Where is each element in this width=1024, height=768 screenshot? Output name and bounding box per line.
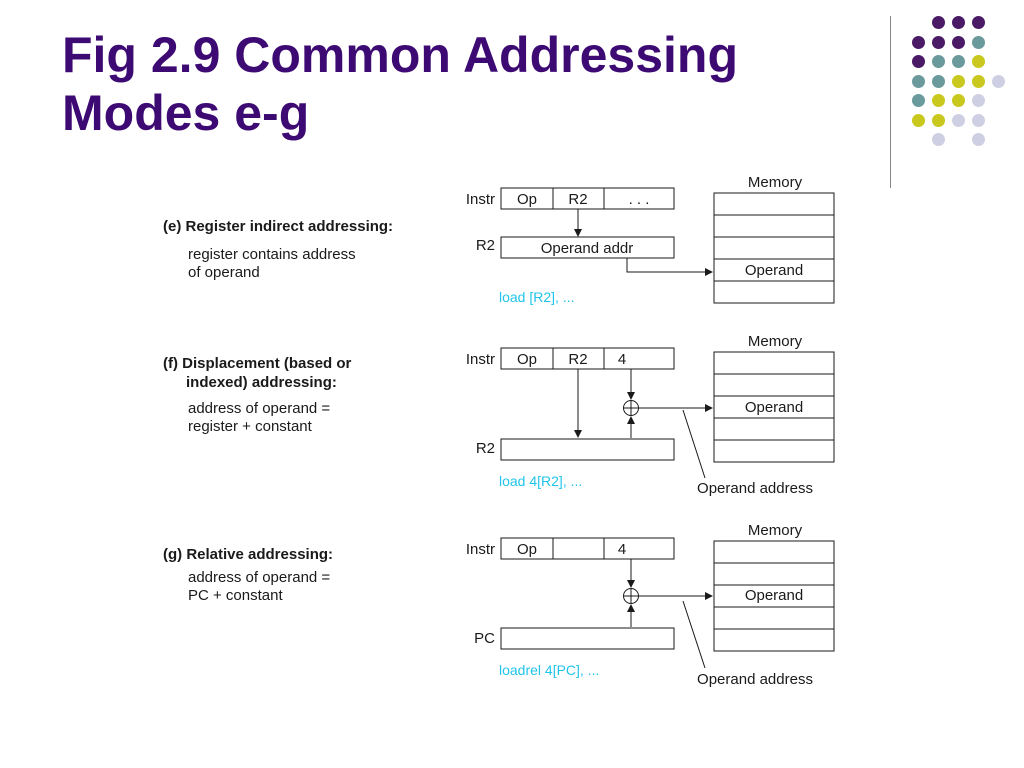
decorative-dot <box>912 74 925 88</box>
diagram-e-reg-value: Operand addr <box>541 240 634 257</box>
decorative-dot <box>992 74 1005 88</box>
slide-title-line-1: Fig 2.9 Common Addressing <box>62 27 739 83</box>
diagram-g: Instr Op 4 PC Memory Operand Operand add… <box>466 522 835 688</box>
decorative-dot <box>952 94 965 107</box>
section-g-desc-line-1: address of operand = <box>188 569 331 586</box>
diagram-e-example: load [R2], ... <box>499 289 574 305</box>
diagram-g-instr-box <box>500 537 675 560</box>
slide-title-line-2: Modes e-g <box>62 85 310 141</box>
diagram-g-example: loadrel 4[PC], ... <box>499 662 599 678</box>
diagram-e-reg-label: R2 <box>476 237 495 254</box>
diagram-e-instr-rest: . . . <box>629 191 650 208</box>
diagram-e-operand-cell: Operand <box>745 262 803 279</box>
diagram-e-reg-box <box>500 236 675 259</box>
decorative-dot <box>932 94 945 107</box>
diagram-f-instr-label: Instr <box>466 351 495 368</box>
decorative-dot <box>912 94 925 107</box>
diagram-g-instr-const: 4 <box>618 541 626 558</box>
slide-title: Fig 2.9 Common Addressing Modes e-g <box>62 26 738 142</box>
diagram-f-instr-op: Op <box>517 351 537 368</box>
section-f-desc-line-1: address of operand = <box>188 400 331 417</box>
diagram-f-memory-block <box>713 351 835 463</box>
diagram-g-pc-box <box>500 627 675 650</box>
section-f-heading-line-2: indexed) addressing: <box>186 374 337 391</box>
diagram-g-memory-label: Memory <box>748 522 803 539</box>
diagram-f-operand-address-pointer <box>682 409 706 479</box>
decorative-dot <box>952 16 965 29</box>
decorative-dot <box>972 94 985 107</box>
diagram-f-operand-cell: Operand <box>745 399 803 416</box>
decorative-dot <box>972 74 985 88</box>
diagram-f-example: load 4[R2], ... <box>499 473 582 489</box>
diagram-e: Instr Op R2 . . . R2 Operand addr Memory… <box>466 174 835 305</box>
decorative-dot <box>972 16 985 29</box>
diagram-e-instr-box <box>500 187 675 210</box>
diagram-f-memory-label: Memory <box>748 333 803 350</box>
diagram-f-reg-label: R2 <box>476 440 495 457</box>
decorative-dot <box>912 35 925 49</box>
diagram-f: Instr Op R2 4 R2 Memory Operand Operand … <box>466 333 835 497</box>
diagram-g-memory-block <box>713 540 835 652</box>
diagram-g-reg-label: PC <box>474 630 495 647</box>
decorative-dot <box>972 35 985 49</box>
section-e-desc-line-1: register contains address <box>188 246 356 263</box>
diagram-e-operand-arrow <box>626 258 713 276</box>
diagram-f-instr-reg: R2 <box>568 351 587 368</box>
section-g-desc-line-2: PC + constant <box>188 587 283 604</box>
decorative-dot <box>932 16 945 29</box>
diagram-f-adder <box>623 400 639 416</box>
decorative-dot <box>952 113 965 127</box>
diagram-e-memory-block <box>713 192 835 304</box>
diagram-e-memory-label: Memory <box>748 174 803 191</box>
decorative-dot <box>932 35 945 49</box>
diagram-g-operand-address-label: Operand address <box>697 671 813 688</box>
diagram-f-instr-const: 4 <box>618 351 626 368</box>
diagram-g-instr-op: Op <box>517 541 537 558</box>
diagram-g-operand-cell: Operand <box>745 587 803 604</box>
decorative-dot <box>932 133 945 146</box>
decorative-dot <box>952 55 965 68</box>
decorative-dot <box>912 113 925 127</box>
decorative-dot <box>932 113 945 127</box>
diagram-e-instr-reg: R2 <box>568 191 587 208</box>
diagram-e-instr-op: Op <box>517 191 537 208</box>
diagram-f-instr-box <box>500 347 675 370</box>
decorative-dot <box>972 55 985 68</box>
section-f-desc-line-2: register + constant <box>188 418 312 435</box>
diagram-f-operand-address-label: Operand address <box>697 480 813 497</box>
decorative-dot <box>932 74 945 88</box>
diagram-g-instr-label: Instr <box>466 541 495 558</box>
section-e-heading: (e) Register indirect addressing: <box>163 218 394 235</box>
decorative-dot <box>932 55 945 68</box>
decorative-dot <box>972 133 985 146</box>
decorative-dot <box>952 35 965 49</box>
diagram-g-adder <box>623 588 639 604</box>
section-f-heading-line-1: (f) Displacement (based or <box>163 355 352 372</box>
section-g-heading: (g) Relative addressing: <box>163 546 334 563</box>
decorative-dot <box>952 74 965 88</box>
section-e-desc-line-2: of operand <box>188 264 260 281</box>
decorative-vertical-rule <box>890 16 891 188</box>
decorative-dot <box>972 113 985 127</box>
diagram-f-reg-box <box>500 438 675 461</box>
decorative-dot <box>912 55 925 68</box>
diagram-g-operand-address-pointer <box>682 600 706 669</box>
diagram-e-instr-label: Instr <box>466 191 495 208</box>
